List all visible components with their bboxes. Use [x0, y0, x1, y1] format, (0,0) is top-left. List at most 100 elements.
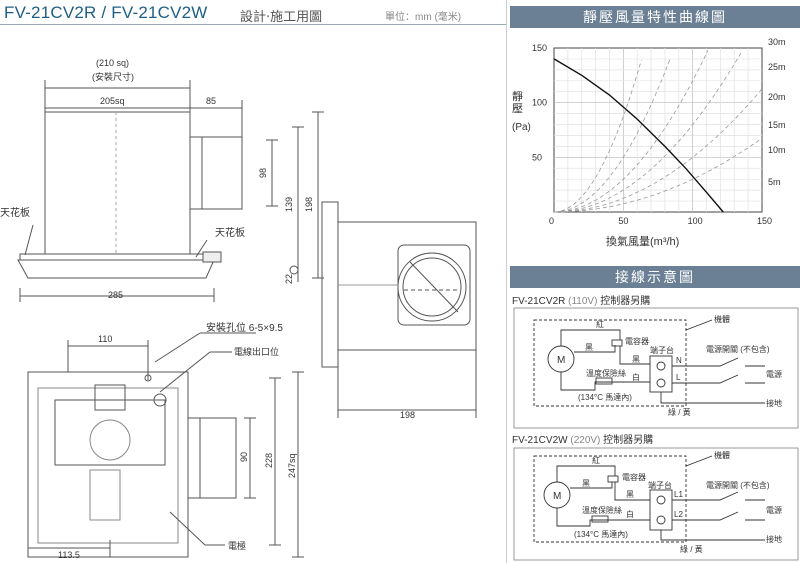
wire-black-w: 黑 [582, 479, 590, 488]
chart-xlabel: 換氣風量(m³/h) [606, 234, 679, 248]
ceiling-label-right: 天花板 [215, 226, 245, 239]
duct-curve [554, 88, 763, 213]
motor-label: 電極 [228, 540, 246, 551]
dim-90: 90 [239, 452, 249, 462]
technical-drawings: (210 sq) (安裝尺寸) 205sq 85 天花板 天花板 98 139 … [0, 58, 477, 560]
greenyellow-w: 綠 / 黃 [680, 544, 703, 554]
terminal-block-w [649, 489, 673, 531]
fuse-spec-r: (134°C 馬達內) [578, 392, 632, 402]
wire-red-w: 紅 [592, 455, 600, 465]
wire-red-r: 紅 [596, 319, 604, 329]
cable-outlet-label: 電線出口位 [234, 346, 279, 357]
svg-text:FV-21CV2W (220V) 控制器另購: FV-21CV2W (220V) 控制器另購 [512, 433, 653, 446]
ground-r: 接地 [766, 398, 782, 408]
chart-ylabel-3: (Pa) [512, 122, 531, 133]
greenyellow-r: 綠 / 黃 [668, 407, 691, 417]
fuse-spec-w: (134°C 馬達內) [574, 529, 628, 539]
dim-98: 98 [258, 168, 268, 178]
wire-white-w: 白 [626, 509, 634, 519]
wiring-r-volt: (110V) [568, 296, 597, 307]
side-damper-frame [397, 244, 471, 326]
terminal-l: L [676, 373, 681, 382]
motor-m-w: M [553, 491, 561, 502]
side-flange [321, 201, 339, 368]
dim-110: 110 [98, 334, 112, 344]
front-body [44, 111, 191, 255]
wiring-r-model: FV-21CV2R [512, 296, 565, 307]
wire-black-r2: 黑 [632, 355, 640, 364]
panel-divider [506, 0, 507, 563]
front-duct [189, 136, 243, 210]
y-tick-label: 50 [532, 152, 542, 162]
dim-198-front: 198 [304, 197, 314, 212]
chart-plot-area [553, 47, 763, 213]
wiring-w-volt: (220V) [570, 435, 600, 446]
fuse-r: 溫度保險絲 [586, 368, 626, 378]
duct-curve [553, 59, 642, 213]
wiring-section-title: 接線示意圖 [510, 266, 800, 288]
power-r: 電源 [766, 370, 782, 379]
terminal-l1: L1 [674, 490, 683, 499]
dim-85: 85 [206, 96, 216, 106]
wire-white-r: 白 [632, 372, 640, 382]
terminal-block-r [649, 355, 673, 393]
dim-install-label: (安裝尺寸) [92, 71, 134, 82]
duct-curve [553, 50, 709, 213]
terminal-r: 端子台 [650, 345, 674, 355]
front-grille [17, 259, 215, 279]
header-unit: 單位：mm (毫米) [385, 12, 462, 23]
pq-curve [553, 58, 724, 213]
motor-m-r: M [557, 355, 565, 366]
fuse-w: 溫度保險絲 [582, 505, 622, 515]
x-tick-label: 100 [688, 216, 703, 226]
terminal-w: 端子台 [648, 480, 672, 490]
chart-ylabel-1: 靜 [512, 89, 523, 103]
wiring-w-note: 控制器另購 [603, 433, 653, 446]
header-title: FV-21CV2R / FV-21CV2W [4, 3, 208, 22]
bottom-duct [187, 417, 237, 499]
wiring-r-box [513, 307, 799, 429]
duct-length-label: 15m [768, 120, 786, 130]
chart-section-title: 靜壓風量特性曲線圖 [510, 6, 800, 28]
header-subtitle: 設計‧施工用圖 [240, 9, 323, 24]
body-w: 機體 [714, 450, 730, 460]
duct-length-label: 30m [768, 37, 786, 47]
duct-length-label: 5m [768, 177, 781, 187]
dim-139: 139 [284, 197, 294, 212]
terminal-l2: L2 [674, 510, 683, 519]
capacitor-r: 電容器 [625, 336, 649, 346]
motor-symbol-r [547, 345, 575, 373]
duct-curve [554, 137, 763, 213]
x-tick-label: 0 [549, 216, 554, 226]
duct-curve [553, 52, 742, 213]
terminal-n: N [676, 356, 682, 365]
dim-205: 205sq [100, 96, 125, 106]
power-w: 電源 [766, 506, 782, 515]
svg-text:FV-21CV2R (110V) 控制器另購: FV-21CV2R (110V) 控制器另購 [512, 294, 650, 307]
x-tick-label: 50 [618, 216, 628, 226]
body-r: 機體 [714, 314, 730, 324]
front-grille-top [19, 253, 216, 261]
x-tick-label: 150 [757, 216, 772, 226]
header-rule [0, 24, 506, 25]
dim-228: 228 [264, 453, 274, 468]
wiring-w-box [513, 447, 799, 561]
dim-285: 285 [108, 290, 123, 300]
y-tick-label: 100 [532, 98, 547, 108]
side-duct-opening [397, 252, 467, 322]
wire-black-w2: 黑 [626, 490, 634, 499]
switch-r: 電源開關 (不包含) [706, 344, 770, 354]
bottom-motor [54, 399, 166, 466]
chart-ylabel-2: 壓 [512, 102, 523, 115]
dim-198-side: 198 [400, 410, 415, 420]
y-tick-label: 150 [532, 43, 547, 53]
dim-22: 22 [284, 274, 294, 284]
duct-length-label: 25m [768, 62, 786, 72]
wiring-w-model: FV-21CV2W [512, 435, 568, 446]
duct-curve [553, 57, 671, 213]
dim-247: 247sq [287, 453, 297, 478]
switch-w: 電源開關 (不包含) [706, 480, 770, 490]
duct-length-label: 20m [768, 92, 786, 102]
capacitor-w: 電容器 [622, 472, 646, 482]
ground-w: 接地 [766, 534, 782, 544]
